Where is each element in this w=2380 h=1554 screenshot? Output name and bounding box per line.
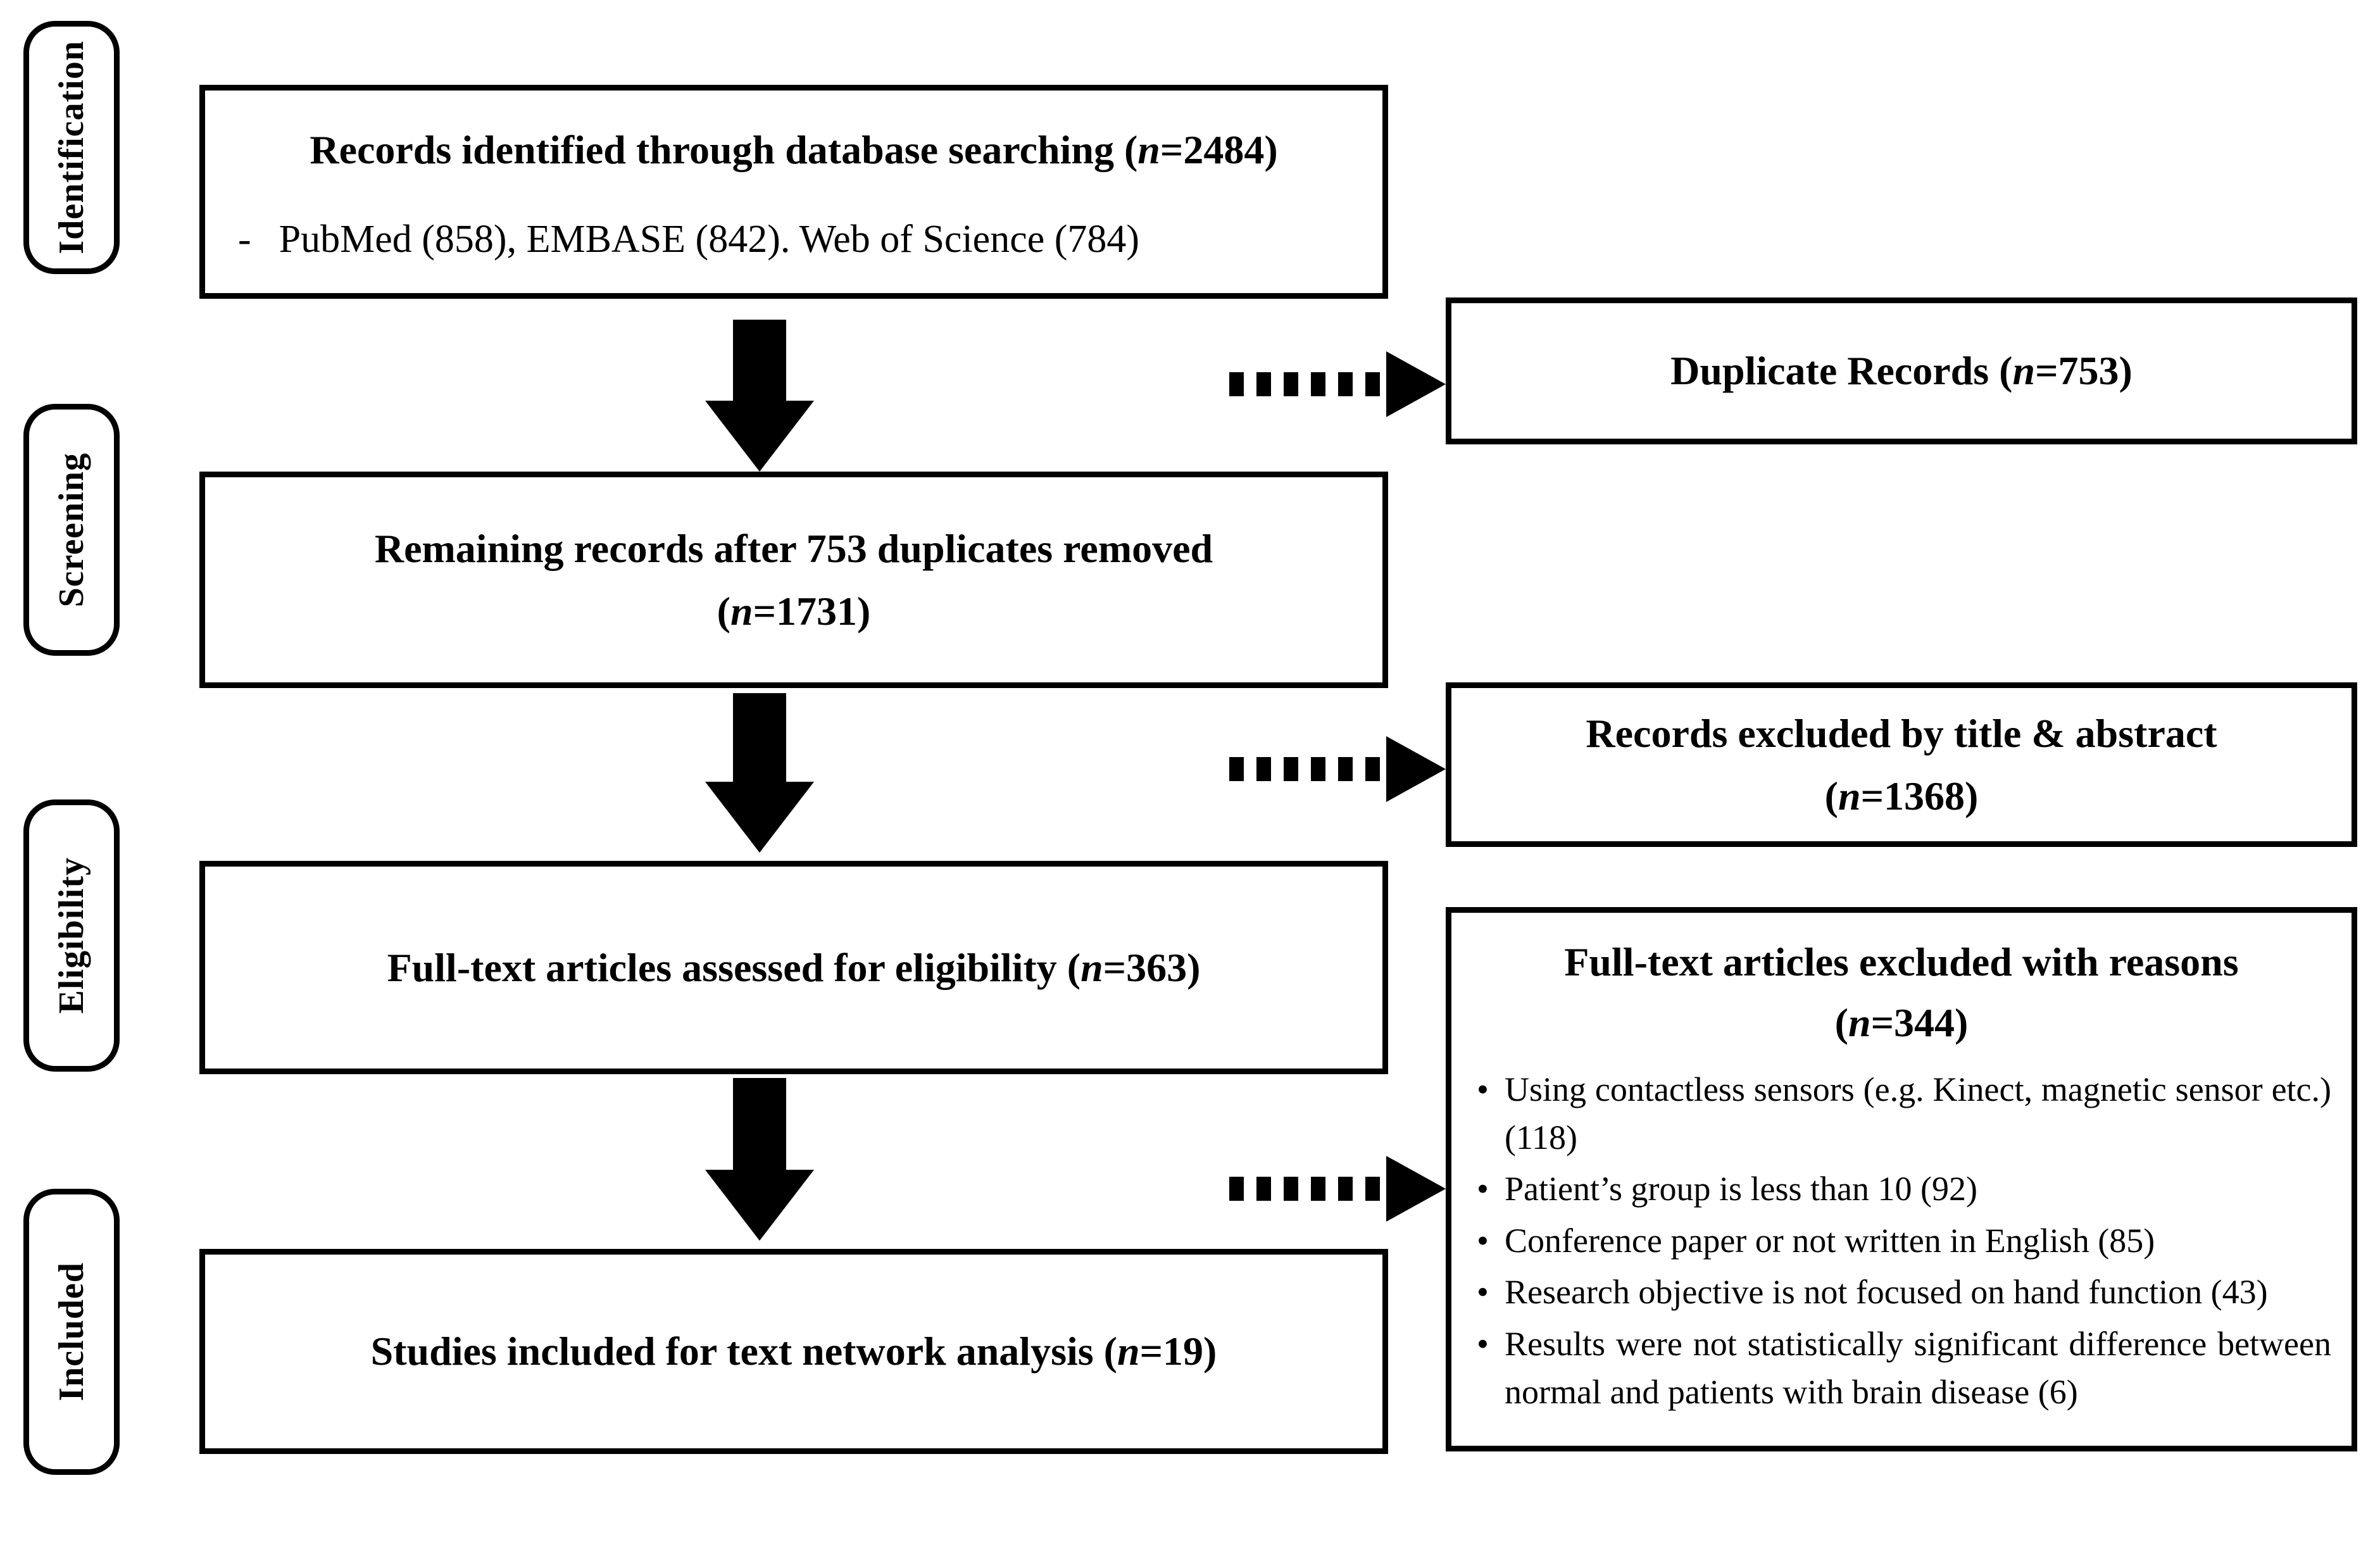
stage-included-label: Included: [52, 1262, 91, 1401]
box-remaining-records-line2: (n=1731): [205, 580, 1382, 642]
box-remaining-records: Remaining records after 753 duplicates r…: [199, 472, 1388, 688]
box-studies-included-title: Studies included for text network analys…: [205, 1320, 1382, 1382]
arrow-head: [705, 782, 814, 853]
title-text: Records identified through database sear…: [310, 127, 1138, 173]
title-count: =19): [1139, 1329, 1217, 1374]
bullet-icon: •: [1477, 1324, 1489, 1363]
box-records-excluded-line2: (n=1368): [1451, 765, 2352, 827]
box-duplicate-records-title: Duplicate Records (n=753): [1451, 339, 2352, 402]
arrow-head: [1386, 351, 1446, 417]
exclude-arrow-3-icon: [1229, 1156, 1446, 1222]
list-item: • Using contactless sensors (e.g. Kinect…: [1477, 1066, 2331, 1162]
box-records-identified-title: Records identified through database sear…: [205, 118, 1382, 181]
arrow-shaft: [733, 320, 786, 401]
box-fulltext-assessed-title: Full-text articles assessed for eligibil…: [205, 936, 1382, 999]
flow-arrow-1-icon: [705, 320, 814, 472]
box-records-identified: Records identified through database sear…: [199, 85, 1388, 299]
stage-screening: Screening: [23, 404, 120, 656]
exclusion-reasons-list: • Using contactless sensors (e.g. Kinect…: [1451, 1053, 2352, 1416]
reason-text: Conference paper or not written in Engli…: [1505, 1221, 2155, 1260]
title-text: Full-text articles assessed for eligibil…: [387, 944, 1081, 990]
n-symbol: n: [1838, 774, 1861, 818]
reason-text: Using contactless sensors (e.g. Kinect, …: [1505, 1070, 2331, 1156]
title-count: =2484): [1160, 127, 1278, 173]
stage-identification-label: Identification: [52, 41, 91, 254]
list-item: • Patient’s group is less than 10 (92): [1477, 1165, 2331, 1213]
paren-open: (: [1824, 774, 1838, 818]
title-text: Studies included for text network analys…: [370, 1329, 1117, 1374]
n-symbol: n: [2012, 348, 2036, 394]
box-duplicate-records: Duplicate Records (n=753): [1446, 298, 2357, 444]
arrow-head: [705, 401, 814, 472]
arrow-head: [705, 1170, 814, 1241]
stage-eligibility-label: Eligibility: [52, 857, 91, 1014]
paren-open: (: [1834, 1000, 1848, 1045]
database-breakdown: PubMed (858), EMBASE (842). Web of Scien…: [279, 218, 1140, 261]
box-records-identified-detail: - PubMed (858), EMBASE (842). Web of Sci…: [205, 181, 1382, 265]
reason-text: Research objective is not focused on han…: [1505, 1273, 2268, 1312]
title-count: =363): [1103, 944, 1201, 990]
box-remaining-records-line1: Remaining records after 753 duplicates r…: [374, 525, 1213, 571]
flow-arrow-3-icon: [705, 1078, 814, 1241]
reason-text: Results were not statistically significa…: [1505, 1324, 2331, 1411]
stage-identification: Identification: [23, 21, 120, 274]
n-symbol: n: [730, 589, 753, 634]
stage-screening-label: Screening: [52, 452, 91, 608]
n-symbol: n: [1080, 944, 1103, 990]
bullet-icon: •: [1477, 1070, 1489, 1108]
title-count: =344): [1870, 1000, 1969, 1045]
box-fulltext-assessed: Full-text articles assessed for eligibil…: [199, 861, 1388, 1074]
box-records-excluded-line1: Records excluded by title & abstract: [1586, 710, 2217, 756]
dashed-line: [1229, 1177, 1386, 1201]
dashed-line: [1229, 757, 1386, 781]
arrow-head: [1386, 1156, 1446, 1222]
bullet-icon: •: [1477, 1273, 1489, 1312]
stage-eligibility: Eligibility: [23, 799, 120, 1072]
exclude-arrow-1-icon: [1229, 351, 1446, 417]
stage-included: Included: [23, 1189, 120, 1475]
list-item: • Conference paper or not written in Eng…: [1477, 1217, 2331, 1265]
dashed-line: [1229, 372, 1386, 396]
list-item: • Research objective is not focused on h…: [1477, 1269, 2331, 1317]
exclude-arrow-2-icon: [1229, 736, 1446, 802]
arrow-head: [1386, 736, 1446, 802]
arrow-shaft: [733, 1078, 786, 1170]
title-count: =1368): [1860, 774, 1979, 818]
box-studies-included: Studies included for text network analys…: [199, 1249, 1388, 1454]
list-item: • Results were not statistically signifi…: [1477, 1320, 2331, 1416]
bullet-icon: •: [1477, 1221, 1489, 1260]
box-fulltext-excluded: Full-text articles excluded with reasons…: [1446, 907, 2357, 1451]
title-count: =753): [2035, 348, 2133, 394]
flow-arrow-2-icon: [705, 693, 814, 853]
dash-marker: -: [238, 218, 251, 261]
box-fulltext-excluded-line1: Full-text articles excluded with reasons: [1564, 939, 2239, 984]
reason-text: Patient’s group is less than 10 (92): [1505, 1170, 1977, 1208]
title-count: =1731): [753, 589, 871, 634]
arrow-shaft: [733, 693, 786, 782]
title-text: Duplicate Records (: [1670, 348, 2013, 394]
bullet-icon: •: [1477, 1170, 1489, 1208]
box-records-excluded: Records excluded by title & abstract (n=…: [1446, 682, 2357, 847]
paren-open: (: [717, 589, 730, 634]
n-symbol: n: [1137, 127, 1160, 173]
n-symbol: n: [1848, 1000, 1871, 1045]
n-symbol: n: [1117, 1329, 1140, 1374]
box-fulltext-excluded-line2: (n=344): [1451, 993, 2352, 1053]
